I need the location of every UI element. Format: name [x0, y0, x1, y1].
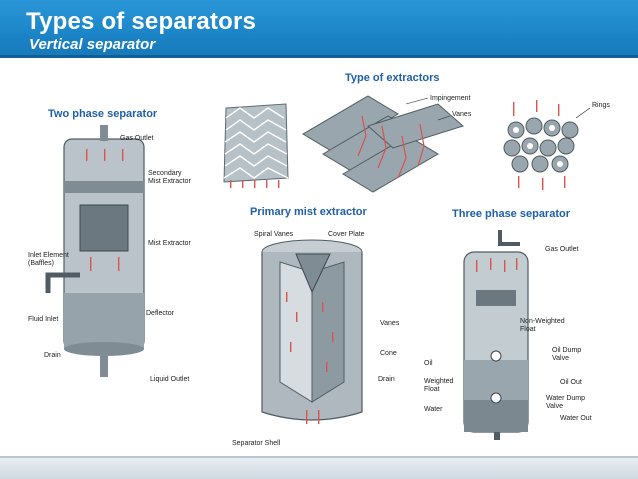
- oil-dump-valve-label: Valve: [552, 355, 569, 362]
- ring-extractor-image: [503, 100, 591, 190]
- rings-label: Rings: [592, 102, 610, 109]
- fluid-inlet-label: Fluid Inlet: [28, 316, 59, 323]
- three-phase-separator-label: Three phase separator: [452, 208, 570, 220]
- two-phase-secondary-mist-extractor-label: Mist Extractor: [148, 178, 191, 185]
- water-dump-valve-label: Valve: [546, 403, 563, 410]
- footer-divider: [0, 456, 638, 458]
- water-dump-label: Water Dump: [546, 395, 586, 402]
- oil-dump-label: Oil Dump: [552, 347, 582, 354]
- two-phase-drain-label: Drain: [44, 352, 61, 359]
- vane-extractor-image: [302, 95, 464, 193]
- deflector-label: Deflector: [146, 310, 175, 317]
- spiral-vanes-label: Spiral Vanes: [254, 231, 294, 238]
- three-phase-separator-image: [463, 230, 529, 440]
- impingement-label: Impingement: [430, 95, 471, 102]
- two-phase-secondary-label: Secondary: [148, 170, 182, 177]
- cone-label: Cone: [380, 350, 397, 357]
- two-phase-separator-label: Two phase separator: [48, 108, 158, 120]
- weighted-label: Weighted: [424, 378, 454, 385]
- cover-plate-label: Cover Plate: [328, 231, 365, 238]
- primary-mist-extractor-label: Primary mist extractor: [250, 206, 367, 218]
- inlet-element-label: Inlet Element: [28, 252, 69, 259]
- type-of-extractors-label: Type of extractors: [345, 72, 440, 84]
- two-phase-mist-extractor-label: Mist Extractor: [148, 240, 191, 247]
- water-label: Water: [424, 406, 443, 413]
- two-phase-gas-outlet-label: Gas Outlet: [120, 135, 154, 142]
- separator-shell-label: Separator Shell: [232, 440, 281, 447]
- water-out-label: Water Out: [560, 415, 592, 422]
- title-bar-underline: [0, 55, 638, 58]
- oil-out-label: Oil Out: [560, 379, 582, 386]
- two-phase-separator-image: [45, 125, 145, 377]
- primary-drain-label: Drain: [378, 376, 395, 383]
- liquid-outlet-label: Liquid Outlet: [150, 376, 190, 383]
- vanes-label: Vanes: [452, 111, 472, 118]
- slide-subtitle: Vertical separator: [29, 36, 156, 53]
- three-phase-gas-outlet-label: Gas Outlet: [545, 246, 579, 253]
- oil-label: Oil: [424, 360, 433, 367]
- primary-vanes-label: Vanes: [380, 320, 400, 327]
- primary-mist-extractor-image: [261, 239, 363, 424]
- baffles-label: (Baffles): [28, 260, 54, 267]
- wire-mesh-extractor-image: [223, 103, 289, 188]
- title-bar: Types of separators Vertical separator: [0, 0, 638, 58]
- non-weighted-float-label: Float: [520, 326, 536, 333]
- slide-title: Types of separators: [26, 8, 257, 35]
- footer-bar: [0, 458, 638, 479]
- weighted-float-label: Float: [424, 386, 440, 393]
- non-weighted-label: Non-Weighted: [520, 318, 565, 325]
